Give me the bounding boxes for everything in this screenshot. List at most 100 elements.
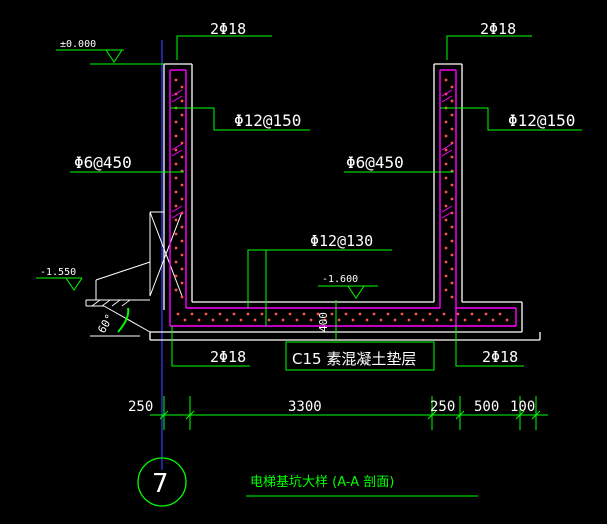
stirrup-tick — [171, 149, 183, 157]
stirrup-tick — [441, 89, 453, 97]
stirrup-tick — [171, 205, 183, 213]
ground-hatch — [91, 299, 131, 307]
rebar-dot — [450, 267, 454, 271]
rebar-dot — [174, 260, 178, 264]
rebar-dot — [309, 318, 313, 322]
stirrup-tick — [441, 143, 453, 151]
rebar-dot — [288, 312, 292, 316]
rebar-dot — [174, 162, 178, 166]
label-left-stirrup: Φ6@450 — [74, 153, 132, 172]
stirrup-tick — [441, 95, 453, 103]
label-slab-bar: Φ12@130 — [310, 232, 373, 250]
rebar-dot — [232, 312, 236, 316]
angle-arc — [117, 307, 130, 333]
stirrup-tick — [171, 143, 183, 151]
label-slab-thickness: 400 — [317, 312, 330, 332]
rebar-dot — [351, 318, 355, 322]
rebar-dot — [337, 318, 341, 322]
rebar-dot — [180, 197, 184, 201]
elev-top-text: ±0.000 — [60, 39, 96, 50]
rebar-dot — [180, 225, 184, 229]
rebar-dot — [302, 312, 306, 316]
rebar-dot — [204, 312, 208, 316]
left-wall-rebar — [169, 69, 187, 326]
rebar-dot — [435, 318, 439, 322]
rebar-dot — [444, 288, 448, 292]
rebar-dot — [295, 318, 299, 322]
rebar-dot — [197, 318, 201, 322]
rebar-dot — [450, 197, 454, 201]
section-mark-text: 7 — [152, 469, 169, 499]
rebar-dot — [386, 312, 390, 316]
rebar-dot — [180, 253, 184, 257]
rebar-dot — [174, 190, 178, 194]
rebar-dot — [442, 312, 446, 316]
rebar-dot — [323, 318, 327, 322]
label-top-left-bar: 2Φ18 — [210, 20, 246, 38]
rebar-dot — [274, 312, 278, 316]
leader-lines — [70, 35, 582, 371]
rebar-dot — [450, 281, 454, 285]
stirrup-tick — [171, 211, 183, 219]
rebar-dot — [444, 162, 448, 166]
rebar-dot — [450, 113, 454, 117]
rebar-dot — [450, 295, 454, 299]
label-left-vert-bar: Φ12@150 — [234, 111, 301, 130]
rebar-dot — [444, 218, 448, 222]
rebar-dot — [183, 318, 187, 322]
rebar-dot — [225, 318, 229, 322]
rebar-dot — [218, 312, 222, 316]
rebar-dot — [180, 99, 184, 103]
rebar-dot — [379, 318, 383, 322]
label-top-right-bar: 2Φ18 — [480, 20, 516, 38]
rebar-dot — [456, 312, 460, 316]
rebar-dot — [180, 127, 184, 131]
rebar-dot — [180, 113, 184, 117]
rebar-dot — [174, 176, 178, 180]
rebar-dot — [393, 318, 397, 322]
rebar-dot — [267, 318, 271, 322]
rebar-dot — [260, 312, 264, 316]
rebar-dot — [365, 318, 369, 322]
rebar-dot — [477, 318, 481, 322]
dim-3300: 3300 — [288, 399, 322, 415]
rebar-dot — [211, 318, 215, 322]
rebar-dot — [180, 295, 184, 299]
rebar-dot — [484, 312, 488, 316]
stirrup-tick — [171, 89, 183, 97]
stirrup-tick — [441, 205, 453, 213]
rebar-dot — [400, 312, 404, 316]
slab-rebar — [170, 307, 517, 327]
rebar-dot — [450, 239, 454, 243]
rebar-dot — [174, 218, 178, 222]
rebar-dot — [174, 148, 178, 152]
rebar-dot — [414, 312, 418, 316]
rebar-dot — [180, 267, 184, 271]
left-pit-box — [149, 211, 183, 297]
left-ground — [85, 261, 151, 337]
elev-pit-marker — [318, 285, 378, 299]
label-angle: 60° — [95, 312, 116, 336]
rebar-dot — [444, 120, 448, 124]
rebar-dot — [174, 134, 178, 138]
rebar-dot — [316, 312, 320, 316]
rebar-dot — [180, 85, 184, 89]
rebar-dot — [505, 318, 509, 322]
elev-left-text: -1.550 — [40, 267, 76, 278]
rebar-dot — [176, 312, 180, 316]
rebar-dot — [180, 155, 184, 159]
rebar-dot — [444, 134, 448, 138]
rebar-dot — [444, 204, 448, 208]
rebar-dot — [463, 318, 467, 322]
rebar-dot — [372, 312, 376, 316]
rebar-dot — [174, 204, 178, 208]
rebar-dot — [450, 85, 454, 89]
label-bottom-left-bar: 2Φ18 — [210, 348, 246, 366]
rebar-dot — [450, 155, 454, 159]
rebar-dot — [330, 312, 334, 316]
rebar-dot — [444, 246, 448, 250]
rebar-dot — [449, 318, 453, 322]
rebar-dot — [450, 127, 454, 131]
rebar-dot — [444, 190, 448, 194]
